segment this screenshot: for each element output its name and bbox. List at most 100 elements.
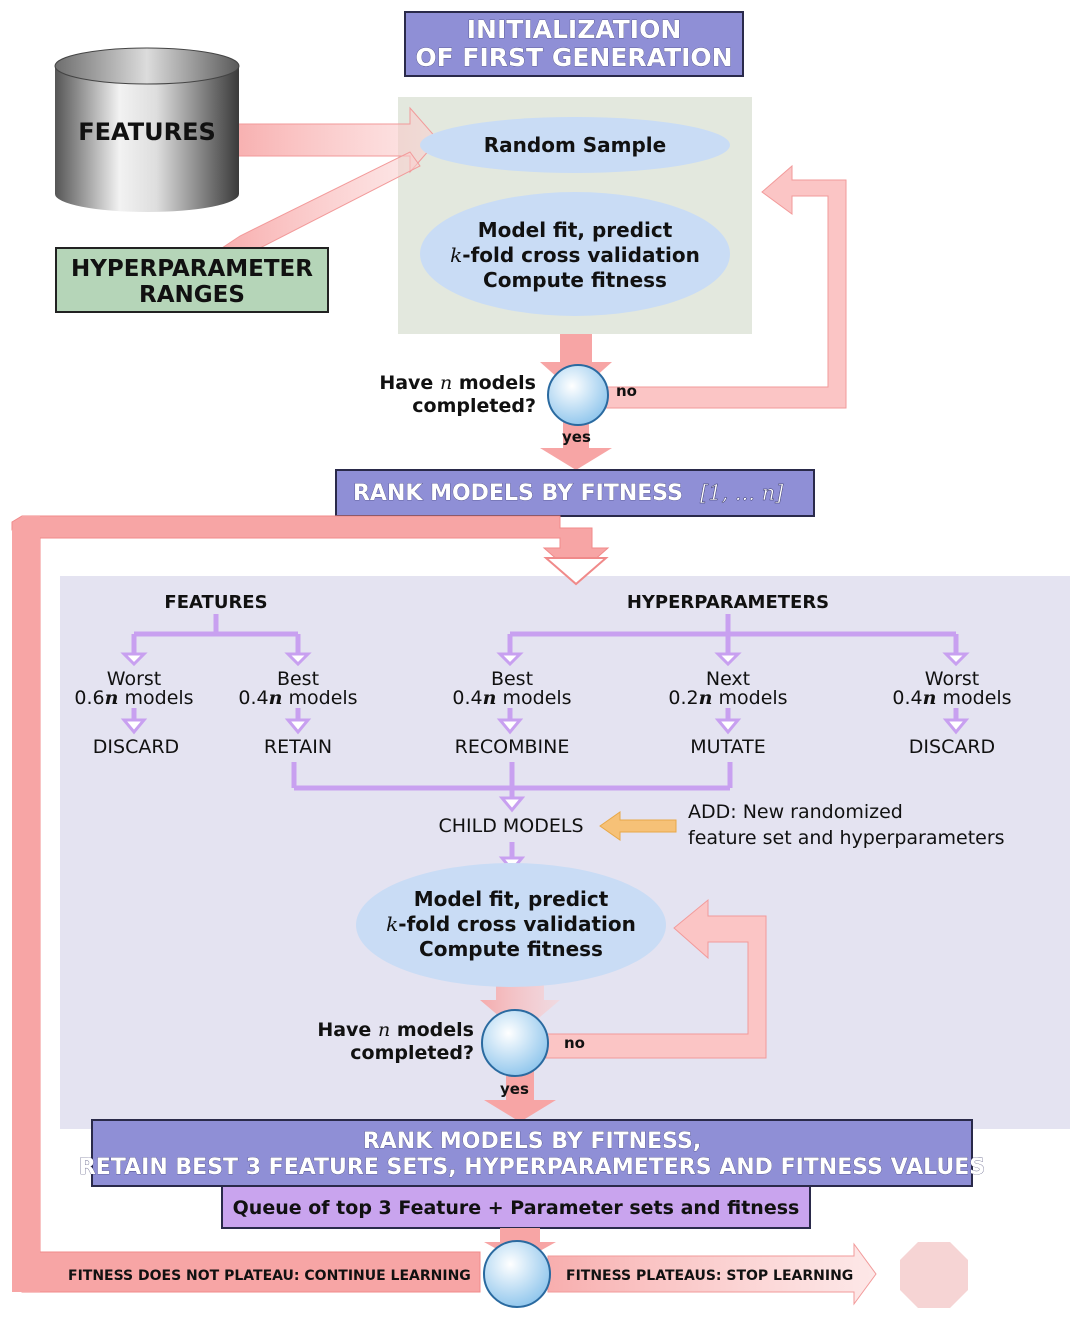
stage1-decision-have: Have (379, 372, 433, 394)
add-arrow (599, 811, 677, 841)
stage2-yes-label: yes (500, 1080, 529, 1098)
group-frac: 0.4 (892, 687, 922, 709)
purple-tree (131, 614, 959, 860)
features-arrow (229, 106, 439, 174)
group-frac: 0.2 (668, 687, 698, 709)
random-sample-label: Random Sample (484, 133, 666, 157)
stage2-fit-line2-rest: -fold cross validation (398, 912, 636, 936)
stage2-decision-line1: Have n models (317, 1019, 474, 1041)
add-line1: ADD: New randomized (688, 801, 903, 823)
stage2-fit-line1: Model fit, predict (414, 887, 609, 911)
stage1-fit-ellipse (420, 192, 730, 316)
hyper-ranges-box (55, 247, 329, 313)
stage1-decision-line2: completed? (412, 395, 536, 417)
group-0: Worst 0.6n models DISCARD (74, 668, 193, 758)
hyper-ranges-line1: HYPERPARAMETER (71, 256, 313, 282)
group-n: n (483, 687, 497, 709)
init-header-box (404, 11, 744, 77)
rank2-line1: RANK MODELS BY FITNESS, (363, 1129, 701, 1154)
stage1-fit-line3: Compute fitness (483, 268, 667, 292)
group-fraction: 0.2n models (668, 687, 787, 709)
group-fraction: 0.4n models (892, 687, 1011, 709)
rank1-header-box (335, 469, 815, 517)
stage1-no-label: no (616, 382, 637, 400)
stage1-fit-k: k (450, 243, 462, 267)
add-line2: feature set and hyperparameters (688, 827, 1005, 849)
hyper-arrow (220, 151, 421, 249)
features-database (54, 47, 240, 212)
hyper-ranges-line2: RANGES (139, 282, 245, 308)
queue-label: Queue of top 3 Feature + Parameter sets … (233, 1197, 800, 1219)
group-3: Next 0.2n models MUTATE (668, 668, 787, 758)
group-models: models (282, 687, 357, 709)
child-models-label: CHILD MODELS (438, 815, 583, 837)
stage1-decision-line1: Have n models (379, 372, 536, 394)
group-fraction: 0.6n models (74, 687, 193, 709)
stage1-fit-line2-rest: -fold cross validation (462, 243, 700, 267)
stop-octagon (900, 1242, 968, 1308)
rank1-range: [1, ... n] (700, 481, 784, 505)
stage1-no-loop-arrow (605, 164, 847, 409)
stop-arrow (547, 1242, 877, 1306)
stage1-decision-models: models (459, 372, 536, 394)
stage2-fit-line2: k-fold cross validation (386, 912, 636, 936)
group-label: Worst (107, 668, 161, 690)
stage1-yes-arrowhead (540, 448, 612, 470)
continue-arrow-fix (12, 516, 40, 1292)
group-frac: 0.6 (74, 687, 104, 709)
group-frac: 0.4 (238, 687, 268, 709)
init-title-line1: INITIALIZATION (467, 15, 682, 44)
group-1: Best 0.4n models RETAIN (238, 668, 357, 758)
queue-box (221, 1185, 811, 1229)
stage1-yes-label: yes (562, 428, 591, 446)
group-n: n (105, 687, 119, 709)
final-decision-circle (483, 1240, 551, 1308)
group-action: MUTATE (690, 736, 766, 758)
init-title-line2: OF FIRST GENERATION (415, 43, 732, 72)
group-action: RECOMBINE (455, 736, 570, 758)
stage2-no-loop-arrow (545, 898, 767, 1059)
group-models: models (712, 687, 787, 709)
group-2: Best 0.4n models RECOMBINE (452, 668, 571, 758)
stage2-decision-have: Have (317, 1019, 371, 1041)
stage2-features-title: FEATURES (164, 592, 267, 613)
group-fraction: 0.4n models (238, 687, 357, 709)
group-label: Worst (925, 668, 979, 690)
random-sample-ellipse (420, 117, 730, 173)
group-action: RETAIN (264, 736, 332, 758)
stage2-fit-ellipse (356, 863, 666, 987)
group-label: Best (277, 668, 319, 690)
group-label: Next (706, 668, 750, 690)
stage2-decision-line2: completed? (350, 1042, 474, 1064)
stage2-decision-n: n (378, 1019, 390, 1041)
group-fraction: 0.4n models (452, 687, 571, 709)
stage1-decision-circle (547, 364, 609, 426)
group-models: models (496, 687, 571, 709)
stage1-fit-line2: k-fold cross validation (450, 243, 700, 267)
stop-label: FITNESS PLATEAUS: STOP LEARNING (566, 1268, 853, 1284)
stage2-fit-k: k (386, 912, 398, 936)
stage2-decision-circle (481, 1009, 549, 1077)
group-action: DISCARD (909, 736, 995, 758)
stage2-yes-arrowhead (484, 1100, 556, 1122)
stage2-fit-line3: Compute fitness (419, 937, 603, 961)
group-label: Best (491, 668, 533, 690)
group-n: n (923, 687, 937, 709)
stage2-hyper-title: HYPERPARAMETERS (627, 592, 829, 613)
rank1-to-stage2-arrowhead (543, 557, 609, 586)
stage2-no-label: no (564, 1034, 585, 1052)
stage2-decision-models: models (397, 1019, 474, 1041)
rank1-label: RANK MODELS BY FITNESS (353, 481, 683, 506)
group-frac: 0.4 (452, 687, 482, 709)
features-db-label: FEATURES (78, 118, 216, 146)
stage1-decision-n: n (440, 372, 452, 394)
group-n: n (269, 687, 283, 709)
group-action: DISCARD (93, 736, 179, 758)
group-models: models (118, 687, 193, 709)
rank2-line2: RETAIN BEST 3 FEATURE SETS, HYPERPARAMET… (79, 1155, 985, 1180)
continue-label: FITNESS DOES NOT PLATEAU: CONTINUE LEARN… (68, 1268, 471, 1284)
group-n: n (699, 687, 713, 709)
stage1-fit-line1: Model fit, predict (478, 218, 673, 242)
group-4: Worst 0.4n models DISCARD (892, 668, 1011, 758)
